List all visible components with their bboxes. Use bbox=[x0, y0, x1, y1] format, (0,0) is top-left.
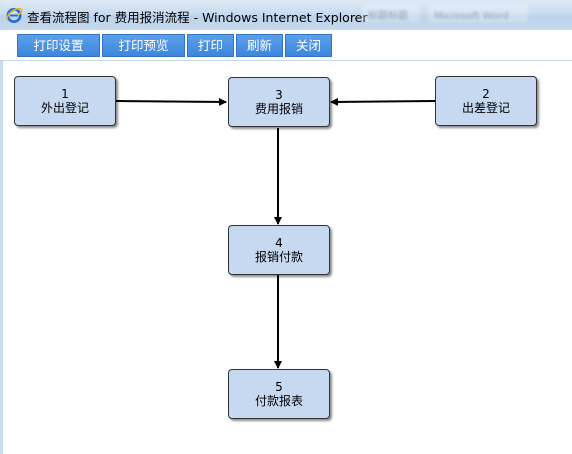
node-number: 1 bbox=[61, 87, 69, 101]
window-frame-left bbox=[0, 61, 3, 454]
background-tab: 标题标题 bbox=[362, 4, 420, 22]
node-label: 外出登记 bbox=[40, 101, 89, 115]
flow-node-2[interactable]: 2 出差登记 bbox=[435, 76, 537, 126]
internet-explorer-icon bbox=[5, 7, 23, 23]
print-settings-button[interactable]: 打印设置 bbox=[17, 34, 100, 57]
title-bar[interactable]: 查看流程图 for 费用报消流程 - Windows Internet Expl… bbox=[0, 0, 572, 30]
node-label: 付款报表 bbox=[254, 394, 303, 408]
print-preview-button[interactable]: 打印预览 bbox=[102, 34, 185, 57]
node-number: 4 bbox=[275, 236, 283, 250]
toolbar: 打印设置 打印预览 打印 刷新 关闭 bbox=[0, 30, 572, 61]
node-number: 5 bbox=[275, 380, 283, 394]
flow-node-1[interactable]: 1 外出登记 bbox=[14, 76, 116, 126]
node-label: 费用报销 bbox=[254, 102, 303, 116]
print-button[interactable]: 打印 bbox=[187, 34, 234, 57]
node-label: 出差登记 bbox=[461, 101, 510, 115]
close-button[interactable]: 关闭 bbox=[285, 34, 332, 57]
node-number: 2 bbox=[482, 87, 490, 101]
edge-2-to-3 bbox=[330, 97, 436, 106]
node-label: 报销付款 bbox=[254, 250, 303, 264]
window-title: 查看流程图 for 费用报消流程 - Windows Internet Expl… bbox=[27, 10, 368, 25]
flow-node-4[interactable]: 4 报销付款 bbox=[228, 225, 330, 275]
flow-node-5[interactable]: 5 付款报表 bbox=[228, 369, 330, 419]
node-number: 3 bbox=[275, 88, 283, 102]
background-tab: Microsoft Word bbox=[428, 4, 528, 22]
flow-node-3[interactable]: 3 费用报销 bbox=[228, 77, 330, 127]
edge-1-to-3 bbox=[115, 97, 227, 106]
refresh-button[interactable]: 刷新 bbox=[236, 34, 283, 57]
